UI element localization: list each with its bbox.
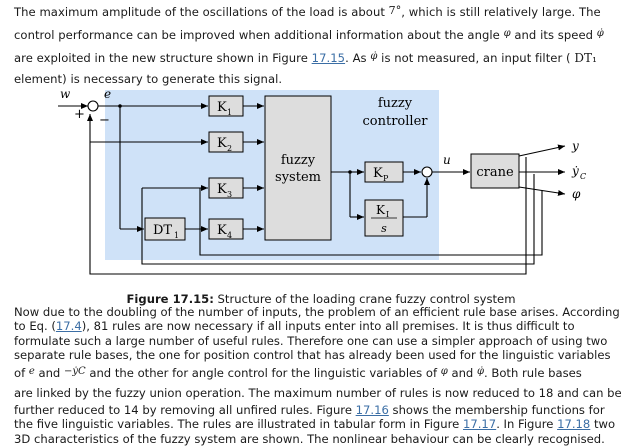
caption-text: Structure of the loading crane fuzzy con… <box>213 292 516 306</box>
intro-line-1: The maximum amplitude of the oscillation… <box>14 4 601 19</box>
intro-line-3: are exploited in the new structure shown… <box>14 51 597 65</box>
dt1-sub: 1 <box>174 231 179 240</box>
dt1-label: DT <box>153 223 172 238</box>
equation-link-17-4[interactable]: 17.4 <box>55 319 82 334</box>
body-line-2: to Eq. (17.4), 81 rules are now necessar… <box>14 319 575 334</box>
crane-block <box>470 153 520 189</box>
k3-sub: 3 <box>227 190 232 199</box>
output-y-label: y <box>571 139 579 153</box>
phi-dot-symbol: φ̇ <box>596 28 604 39</box>
body-paragraph: Now due to the doubling of the number of… <box>14 305 634 446</box>
body-line-7: further reduced to 14 by removing all un… <box>14 403 605 418</box>
summing-junction <box>87 100 99 112</box>
fuzzy-system-label-2: system <box>275 170 321 185</box>
k1-label: K <box>217 100 227 115</box>
output-yc-label: ẏ <box>571 164 579 178</box>
caption-label: Figure 17.15: <box>126 292 214 306</box>
intro-paragraph: The maximum amplitude of the oscillation… <box>14 0 634 90</box>
body-line-9: 3D characteristics of the fuzzy system a… <box>14 431 605 446</box>
fuzzy-control-block-diagram: w e + − K 1 K 2 K 3 K 4 DT 1 fuzzy syste… <box>58 87 586 275</box>
output-summing-junction <box>421 166 433 178</box>
k2-label: K <box>217 136 227 151</box>
neg-yc-symbol: −ẏC <box>63 366 86 378</box>
angle-value: 7° <box>388 4 402 17</box>
phi-dot-symbol: φ̇ <box>476 366 484 378</box>
phi-symbol: φ <box>440 366 448 378</box>
output-yc-sub: C <box>580 172 586 181</box>
figure-caption: Figure 17.15: Structure of the loading c… <box>0 292 642 306</box>
body-line-1: Now due to the doubling of the number of… <box>14 305 620 319</box>
crane-label: crane <box>476 165 514 180</box>
body-line-8: the five linguistic variables. The rules… <box>14 417 616 432</box>
ki-label: K <box>376 203 386 217</box>
kp-sub: P <box>383 174 389 183</box>
phi-dot-symbol: φ̇ <box>370 51 378 62</box>
kp-label: K <box>373 166 383 181</box>
body-line-4: separate rule bases, the one for positio… <box>14 347 611 362</box>
phi-symbol: φ <box>503 28 511 39</box>
fuzzy-controller-label-2: controller <box>363 114 429 129</box>
figure-link-17-15[interactable]: 17.15 <box>311 51 346 65</box>
fuzzy-system-block <box>264 95 332 241</box>
figure-link-17-16[interactable]: 17.16 <box>355 403 389 418</box>
body-line-6: are linked by the fuzzy union operation.… <box>14 386 622 401</box>
label-w: w <box>60 87 71 101</box>
k3-label: K <box>217 182 227 197</box>
output-phi-label: φ <box>572 187 581 201</box>
intro-line-4: element) is necessary to generate this s… <box>14 72 283 86</box>
figure-link-17-18[interactable]: 17.18 <box>557 417 591 432</box>
fuzzy-system-label-1: fuzzy <box>281 153 316 168</box>
body-line-3: formulate such a large number of useful … <box>14 333 608 348</box>
label-plus: + <box>74 107 85 122</box>
label-minus: − <box>99 113 110 128</box>
e-symbol: e <box>28 366 35 378</box>
dt1-symbol: DT₁ <box>574 51 597 65</box>
intro-line-2: control performance can be improved when… <box>14 28 604 42</box>
ki-denominator: s <box>381 222 387 235</box>
ki-sub: I <box>386 210 389 219</box>
body-line-5: of e and −ẏC and the other for angle con… <box>14 366 582 381</box>
fuzzy-controller-label-1: fuzzy <box>378 96 413 111</box>
figure-link-17-17[interactable]: 17.17 <box>462 417 497 432</box>
k4-label: K <box>217 223 227 238</box>
k4-sub: 4 <box>227 231 232 240</box>
label-e: e <box>104 87 111 101</box>
label-u: u <box>443 153 451 167</box>
k2-sub: 2 <box>227 144 232 153</box>
k1-sub: 1 <box>227 108 232 117</box>
